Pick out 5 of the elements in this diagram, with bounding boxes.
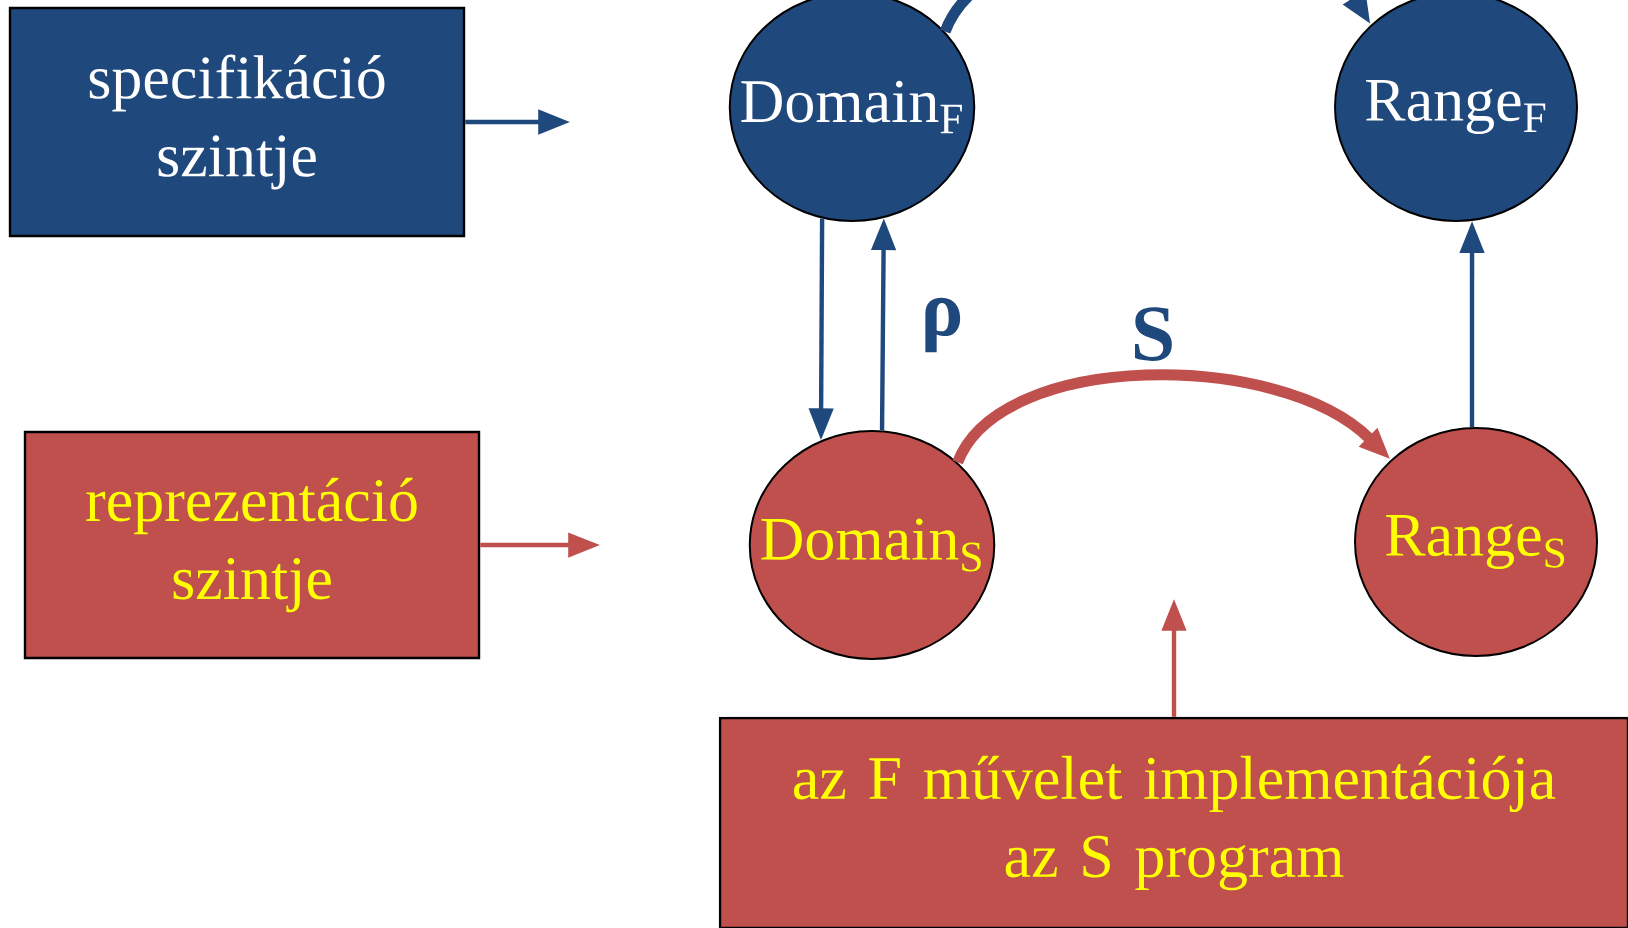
text-box: reprezentáció szintje [23,430,481,660]
edge-label: ρ [925,297,961,353]
edge-label: S [1135,307,1172,361]
text-box: specifikáció szintje [8,6,466,238]
text-box: az F művelet implementációja az S program [718,716,1628,928]
